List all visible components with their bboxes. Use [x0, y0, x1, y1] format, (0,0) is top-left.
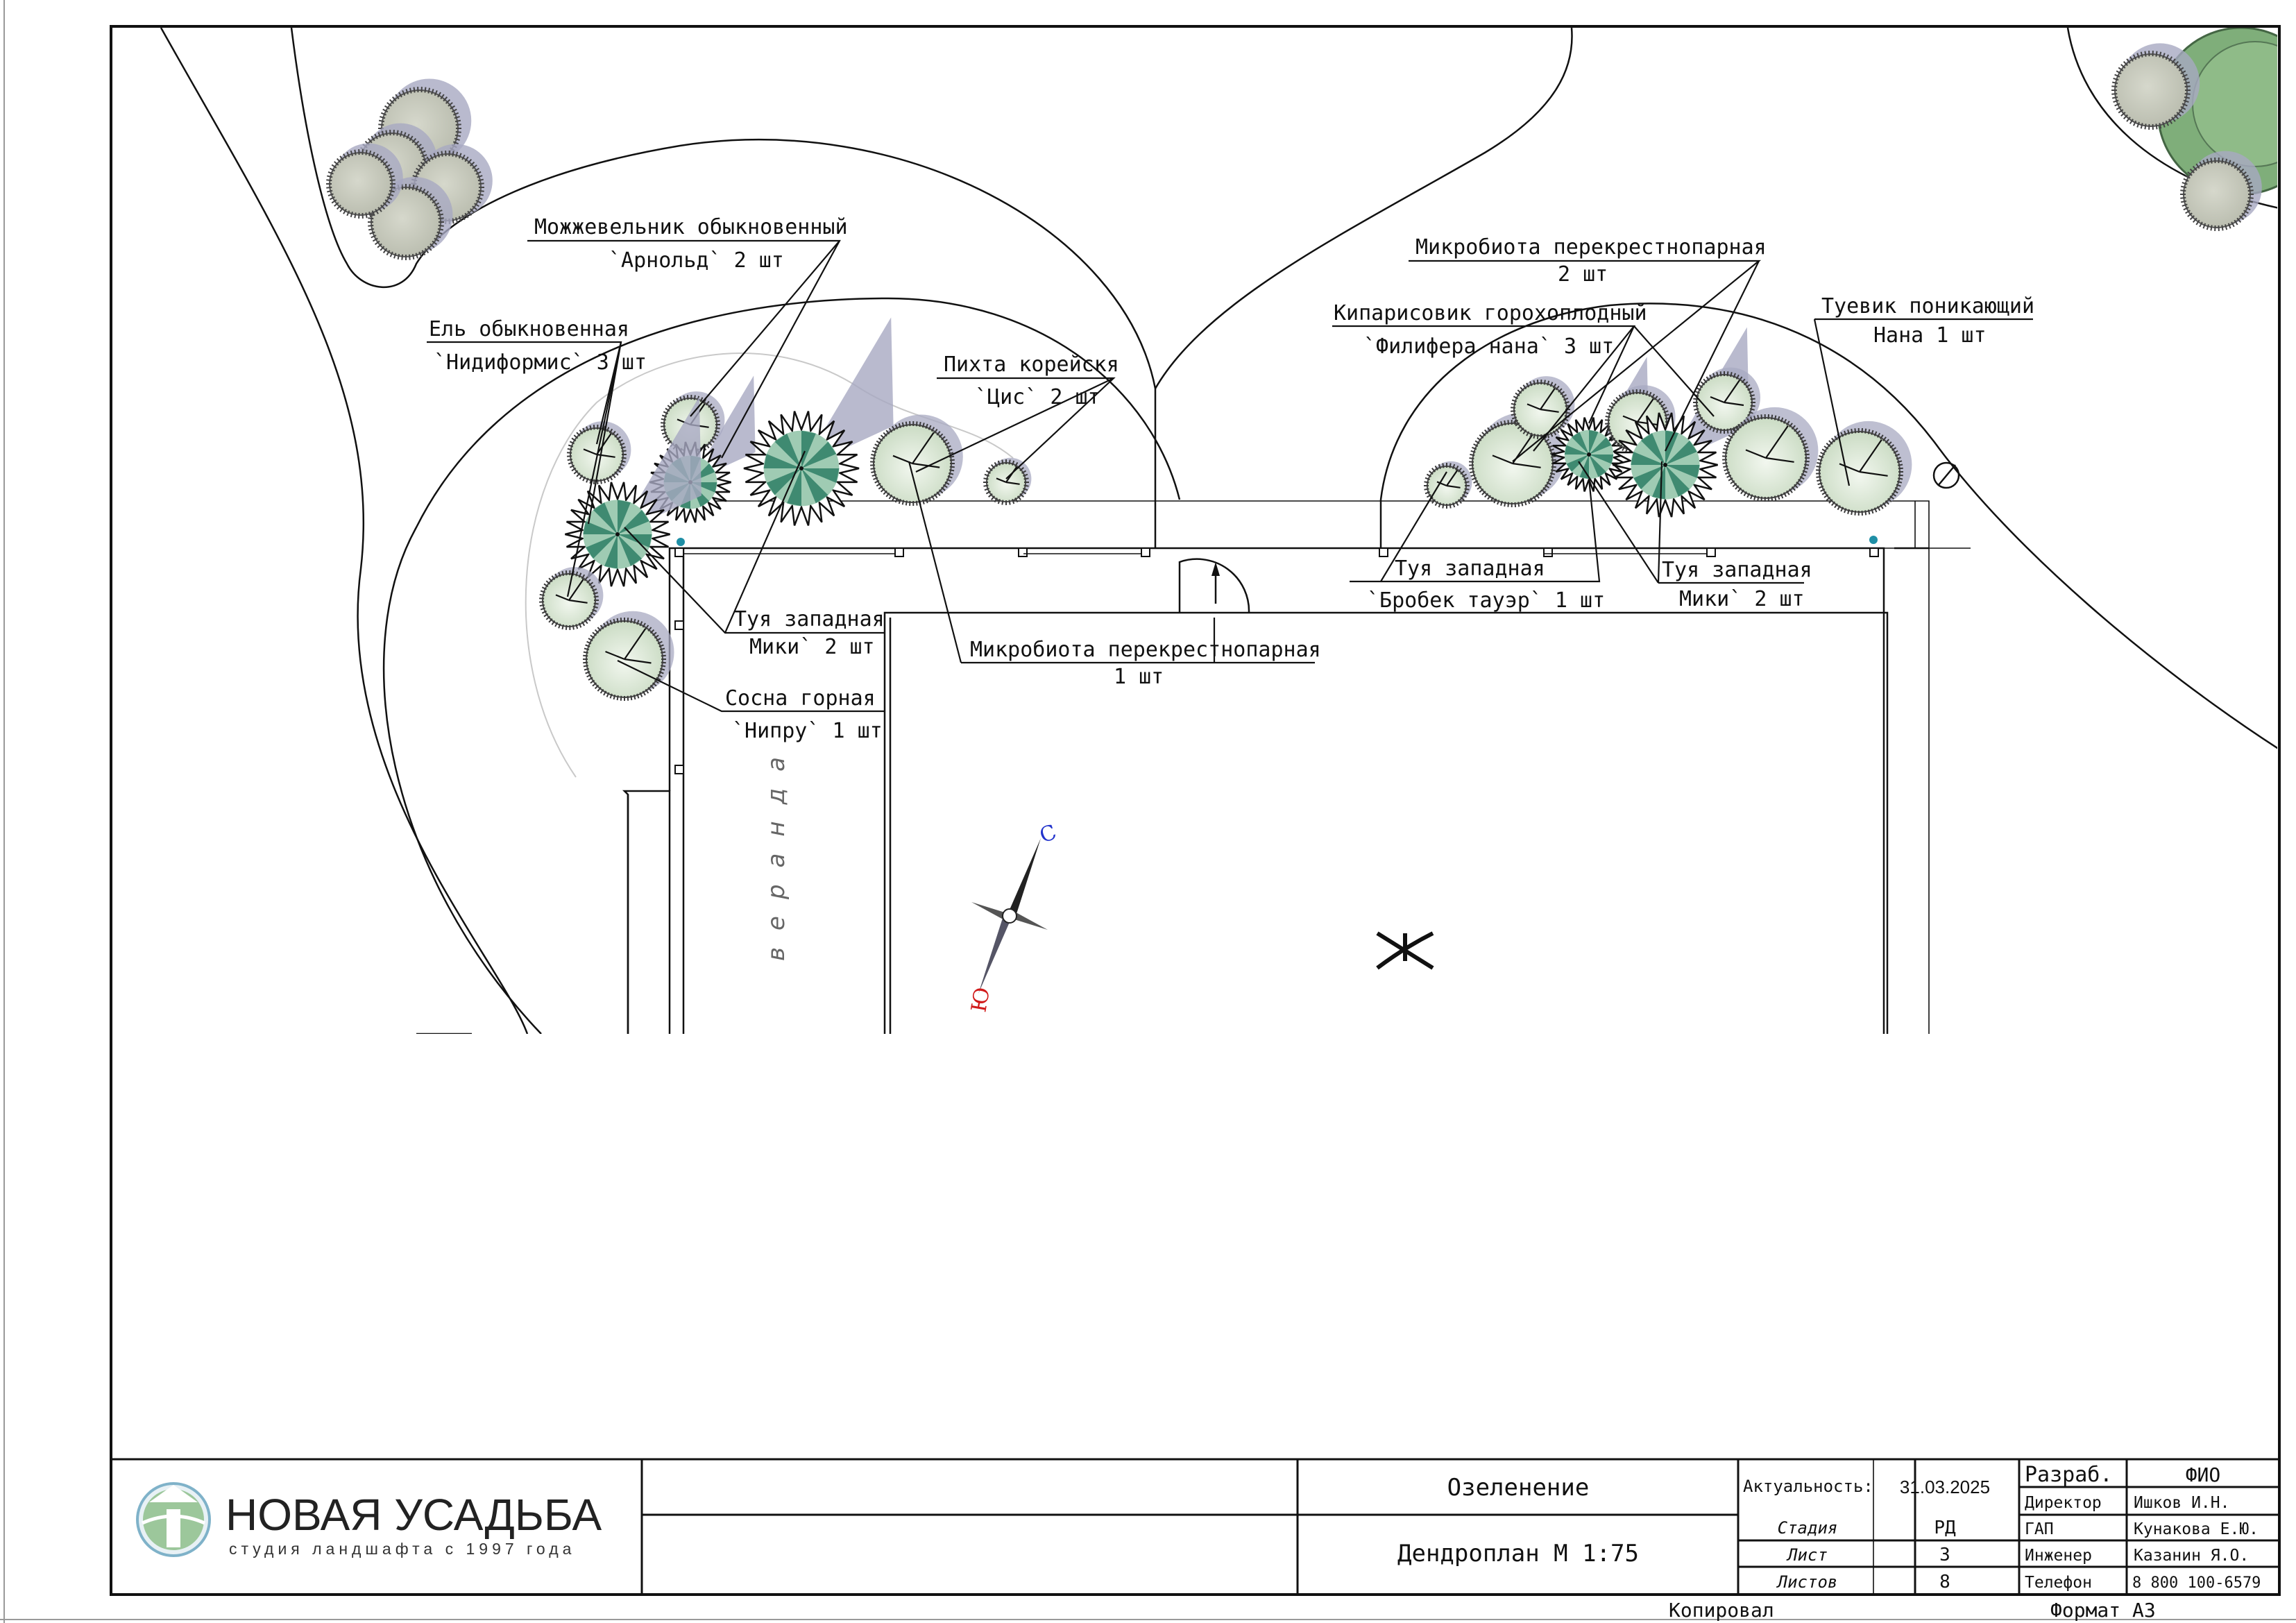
- compass-rose: С Ю: [967, 820, 1060, 1014]
- role-4: Телефон: [2025, 1574, 2092, 1592]
- company-logo: [136, 1482, 211, 1557]
- sheet-value: 3: [1939, 1545, 1950, 1565]
- actual-date: 31.03.2025: [1900, 1477, 1990, 1497]
- name-4: 8 800 100-6579: [2132, 1574, 2261, 1592]
- plant-pih-2: [1424, 461, 1472, 509]
- plant-kip-1: [1511, 376, 1575, 440]
- existing-tree-6: [2111, 43, 2200, 130]
- label-pih-1: Пихта корейскя: [944, 352, 1119, 377]
- center-marker: [1376, 931, 1434, 970]
- role-3: Инженер: [2025, 1547, 2092, 1565]
- label-tuyaL-1: Туя западная: [734, 607, 885, 631]
- name-1: Ишков И.Н.: [2134, 1494, 2229, 1512]
- plant-tuev: [1816, 420, 1912, 516]
- label-tuyaR-2: Мики` 2 шт: [1679, 587, 1805, 611]
- label-mozh-2: `Арнольд` 2 шт: [609, 248, 784, 273]
- name-2: Кунакова Е.Ю.: [2134, 1520, 2259, 1538]
- label-mik1-1: Микробиота перекрестнопарная: [970, 638, 1321, 662]
- label-tuev-1: Туевик поникающий: [1821, 294, 2034, 318]
- label-mozh-1: Можжевельник обыкновенный: [534, 215, 848, 239]
- plan-linework: веранда С Ю: [160, 28, 2277, 1034]
- logo-tagline: студия ландшафта с 1997 года: [229, 1540, 575, 1558]
- plant-el-3: [539, 567, 604, 631]
- stage-label: Стадия: [1778, 1518, 1838, 1538]
- sheets-value: 8: [1939, 1572, 1950, 1592]
- existing-tree-7: [2180, 151, 2262, 231]
- label-tuyaR-1: Туя западная: [1662, 558, 1812, 582]
- title-block: НОВАЯ УСАДЬБА студия ландшафта с 1997 го…: [111, 1458, 2279, 1622]
- name-3: Казанин Я.О.: [2134, 1547, 2249, 1565]
- role-2: ГАП: [2025, 1520, 2054, 1538]
- label-tuev-2: Нана 1 шт: [1873, 323, 1987, 348]
- role-1: Директор: [2025, 1494, 2102, 1512]
- plant-mik1: [870, 414, 963, 507]
- sheets-label: Листов: [1776, 1572, 1838, 1592]
- label-kip-2: `Филифера нана` 3 шт: [1363, 334, 1614, 359]
- plant-mik2-2: [1722, 407, 1819, 502]
- existing-tree-5: [326, 143, 403, 219]
- label-sosna-1: Сосна горная: [725, 686, 876, 711]
- label-el-2: `Нидиформис` 3 шт: [434, 350, 647, 375]
- compass-south: Ю: [967, 985, 995, 1014]
- format-label: Формат А3: [2050, 1599, 2156, 1622]
- label-mik2-1: Микробиота перекрестнопарная: [1415, 235, 1767, 260]
- label-sosna-2: `Нипру` 1 шт: [732, 719, 883, 743]
- plant-pih-1: [983, 457, 1032, 505]
- stage-value: РД: [1934, 1518, 1956, 1538]
- label-kip-1: Кипарисовик горохоплодный: [1334, 301, 1647, 325]
- plants-layer: [326, 28, 2277, 701]
- plant-sosna: [583, 611, 674, 701]
- section-title: Озеленение: [1447, 1474, 1590, 1502]
- leader-lines: [427, 239, 2033, 713]
- label-tuyaB-1: Туя западная: [1395, 556, 1545, 581]
- label-tuyaL-2: Мики` 2 шт: [749, 635, 875, 659]
- plant-tuya-l2: [743, 317, 894, 526]
- copied-label: Копировал: [1669, 1599, 1774, 1622]
- compass-north: С: [1037, 820, 1060, 849]
- label-el-1: Ель обыкновенная: [429, 317, 629, 341]
- label-tuyaB-2: `Бробек тауэр` 1 шт: [1367, 588, 1605, 613]
- veranda-label: веранда: [763, 740, 790, 961]
- label-mik2-2: 2 шт: [1558, 262, 1608, 287]
- label-mik1-2: 1 шт: [1114, 665, 1164, 689]
- plant-el-1: [567, 421, 631, 485]
- plant-labels: Можжевельник обыкновенный `Арнольд` 2 шт…: [429, 215, 2034, 743]
- logo-name: НОВАЯ УСАДЬБА: [226, 1490, 602, 1540]
- drawing-name: Дендроплан М 1:75: [1397, 1540, 1639, 1567]
- label-pih-2: `Цис` 2 шт: [975, 385, 1100, 409]
- drawing-frame: [110, 25, 2281, 1596]
- name-0: ФИО: [2186, 1463, 2221, 1486]
- role-0: Разраб.: [2025, 1463, 2112, 1487]
- sheet-label: Лист: [1786, 1545, 1828, 1565]
- actual-label: Актуальность:: [1743, 1477, 1873, 1496]
